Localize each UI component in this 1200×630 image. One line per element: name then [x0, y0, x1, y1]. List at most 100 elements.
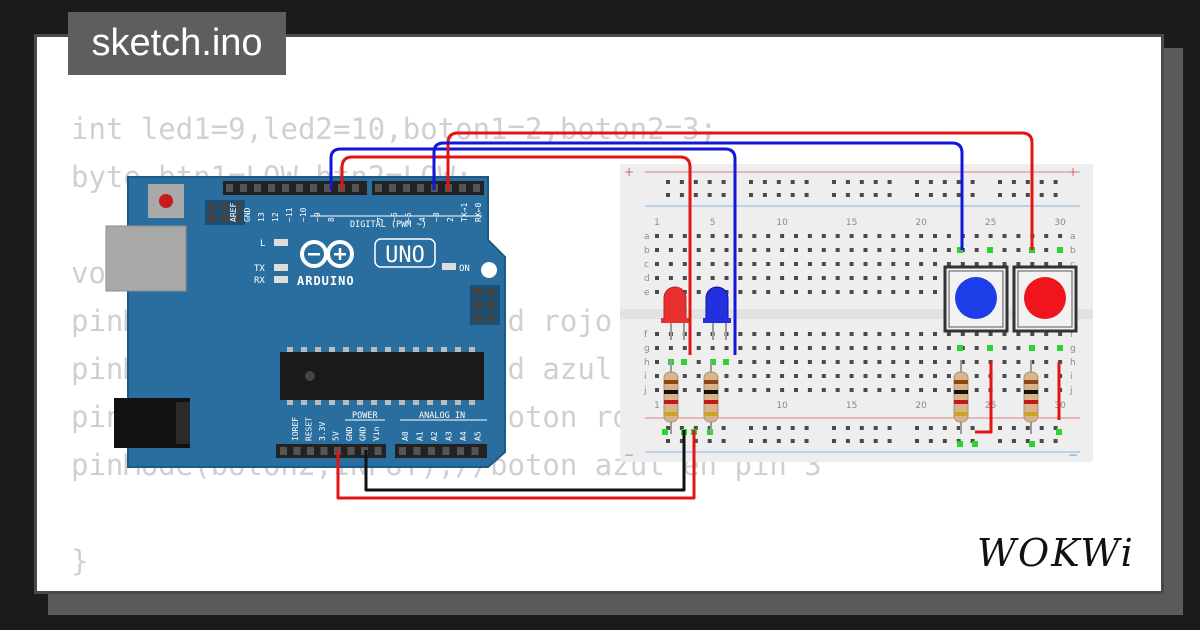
- row-label: b: [644, 246, 650, 256]
- row-label: f: [1070, 330, 1074, 340]
- row-label: d: [644, 274, 650, 284]
- row-label: i: [1070, 372, 1073, 382]
- wire-gnd-rail: [364, 430, 686, 492]
- resistor[interactable]: [703, 360, 719, 434]
- wire-pin10-led-blue: [329, 147, 737, 355]
- resistor[interactable]: [953, 360, 969, 434]
- svg-text:WOKWi: WOKWi: [977, 531, 1135, 575]
- power-pin-label: 5V: [332, 431, 341, 441]
- digital-pin-label: 13: [257, 212, 266, 222]
- icsp-header-top: [205, 200, 245, 225]
- analog-pin-label: A4: [459, 431, 468, 441]
- center-channel: [620, 309, 1093, 319]
- wokwi-logo: WOKWi: [977, 531, 1135, 575]
- led-l-label: L: [260, 239, 265, 249]
- power-pin-label: GND: [345, 426, 354, 441]
- led-l-indicator: [274, 239, 288, 246]
- svg-text:+: +: [624, 165, 634, 179]
- pushbutton-blue[interactable]: [943, 265, 1009, 333]
- column-number-top: 5: [710, 218, 716, 228]
- analog-label: ANALOG IN: [419, 411, 465, 421]
- column-number-bottom: 10: [776, 401, 788, 411]
- power-header: [276, 444, 386, 458]
- wires: [329, 131, 1061, 500]
- led-rx-label: RX: [254, 276, 265, 286]
- pushbutton-red[interactable]: [1012, 265, 1078, 333]
- analog-pin-label: A1: [416, 431, 425, 441]
- digital-pin-label: ~5: [404, 212, 413, 222]
- wire-pin9-led-red: [340, 155, 692, 355]
- led-on-label: ON: [459, 264, 470, 274]
- digital-pin-label: 2: [446, 217, 455, 222]
- code-line[interactable]: }: [71, 544, 89, 578]
- row-label: i: [644, 372, 647, 382]
- row-label: b: [1070, 246, 1076, 256]
- digital-header-right: [372, 181, 484, 195]
- led-blue[interactable]: [703, 286, 731, 340]
- wire-pin3-button-blue: [432, 141, 964, 250]
- row-label: j: [1069, 386, 1073, 396]
- row-label: h: [644, 358, 650, 368]
- digital-pin-label: TX→1: [460, 203, 469, 222]
- code-line[interactable]: int led1=9,led2=10,boton1=2,boton2=3;: [71, 112, 718, 146]
- brand-label: ARDUINO: [297, 274, 355, 288]
- row-label: g: [1070, 344, 1076, 354]
- digital-pin-label: 4: [418, 217, 427, 222]
- digital-pin-label: 12: [271, 212, 280, 222]
- mounting-hole: [481, 262, 497, 278]
- led-red[interactable]: [661, 286, 689, 340]
- led-tx-label: TX: [254, 264, 265, 274]
- digital-pin-label: AREF: [229, 203, 238, 222]
- column-number-bottom: 1: [654, 401, 660, 411]
- column-number-top: 10: [776, 218, 788, 228]
- breadboard[interactable]: + + − − 115510101515202025253030aabbccdd…: [620, 164, 1093, 462]
- row-label: a: [644, 232, 650, 242]
- power-pin-label: Vin: [372, 426, 381, 441]
- analog-pin-label: A0: [401, 431, 410, 441]
- led-tx-indicator: [274, 264, 288, 271]
- column-number-top: 15: [846, 218, 857, 228]
- column-number-bottom: 20: [915, 401, 927, 411]
- digital-pin-label: RX←0: [474, 203, 483, 222]
- power-pin-label: 3.3V: [318, 422, 327, 441]
- column-number-top: 1: [654, 218, 660, 228]
- digital-label: DIGITAL (PWM ~): [350, 220, 427, 230]
- row-label: e: [644, 288, 650, 298]
- svg-text:−: −: [624, 448, 634, 462]
- row-label: a: [1070, 232, 1076, 242]
- column-number-top: 25: [985, 218, 996, 228]
- analog-pin-label: A2: [430, 431, 439, 441]
- row-label: f: [644, 330, 648, 340]
- wire-pin2-button-red: [446, 131, 1034, 250]
- model-label: UNO: [385, 243, 425, 268]
- resistor[interactable]: [1023, 360, 1039, 434]
- row-label: h: [1070, 358, 1076, 368]
- digital-pin-label: ~9: [313, 212, 322, 222]
- digital-pin-label: ~10: [299, 207, 308, 222]
- row-label: j: [643, 386, 647, 396]
- digital-pin-label: ~3: [432, 212, 441, 222]
- digital-pin-label: ~6: [390, 212, 399, 222]
- analog-pin-label: A3: [445, 431, 454, 441]
- led-on-indicator: [442, 263, 456, 270]
- usb-port: [105, 225, 187, 292]
- row-label: c: [644, 260, 649, 270]
- row-label: c: [1070, 260, 1075, 270]
- digital-pin-label: GND: [243, 207, 252, 222]
- column-number-bottom: 15: [846, 401, 857, 411]
- analog-pin-label: A5: [474, 431, 483, 441]
- file-tab[interactable]: sketch.ino: [68, 12, 286, 75]
- power-pin-label: RESET: [305, 417, 314, 441]
- icsp-header-right: [470, 285, 500, 325]
- resistor[interactable]: [663, 360, 679, 434]
- power-label: POWER: [352, 411, 378, 421]
- column-number-top: 30: [1054, 218, 1066, 228]
- atmega-chip: [280, 347, 484, 405]
- power-pin-label: IOREF: [291, 417, 300, 441]
- led-rx-indicator: [274, 276, 288, 283]
- digital-pin-label: 7: [376, 217, 385, 222]
- column-number-top: 20: [915, 218, 927, 228]
- arduino-logo: [300, 240, 354, 268]
- wire-button-blue-gnd: [975, 362, 993, 434]
